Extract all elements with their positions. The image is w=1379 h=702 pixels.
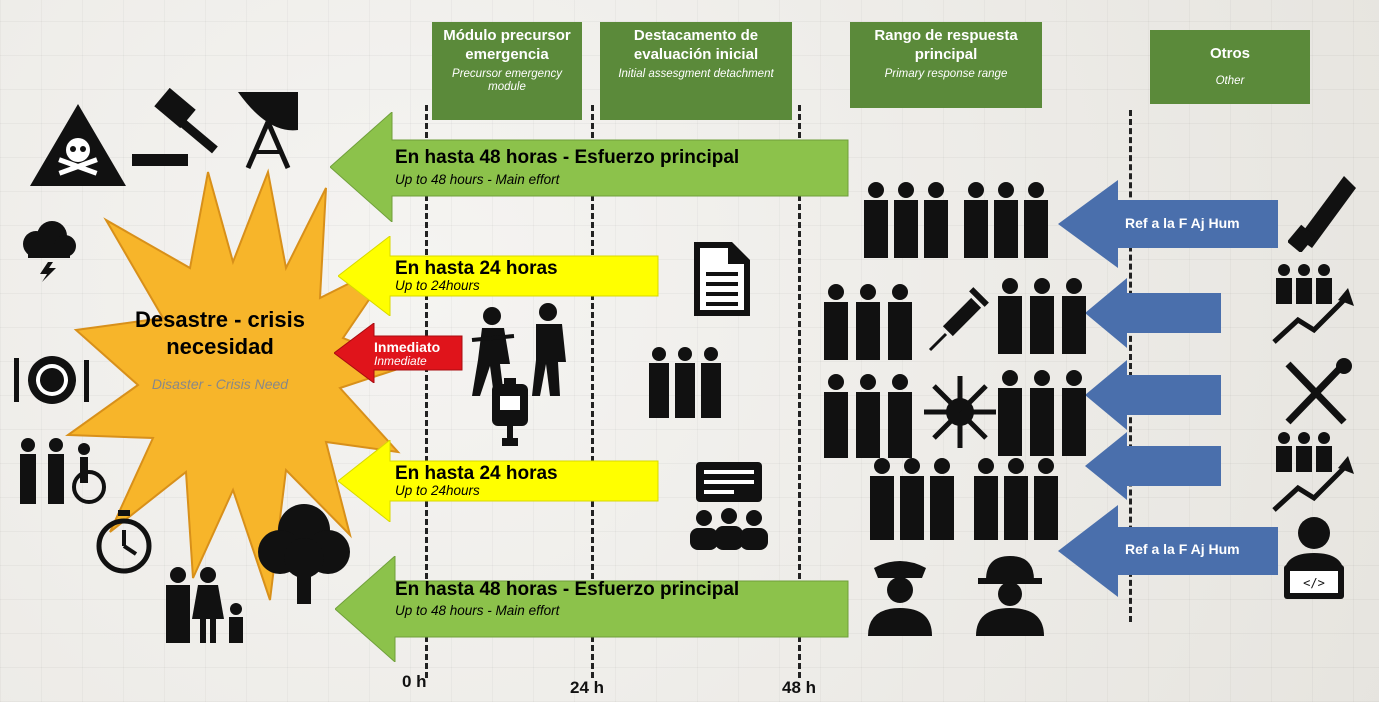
header-subtitle: Initial assesgment detachment [618, 68, 774, 80]
arrow-24h-top-title: En hasta 24 horas [395, 258, 558, 279]
saw-icon [1288, 170, 1360, 252]
soldiers-icon [470, 300, 580, 398]
growth-people-icon-2 [1268, 430, 1356, 514]
satellite-dish-icon [228, 82, 303, 172]
header-title: Módulo precursor emergencia [443, 27, 571, 63]
svg-text:</>: </> [1303, 576, 1325, 590]
header-title: Rango de respuesta principal [874, 27, 1018, 63]
gavel-icon [128, 88, 228, 178]
syringe-icon [922, 282, 998, 358]
timeline-0h-line [425, 105, 428, 678]
arrow-24h-bottom-subtitle: Up to 24hours [395, 483, 480, 498]
header-primary-response: Rango de respuesta principal Primary res… [850, 22, 1042, 108]
response-team-5-icon [996, 368, 1091, 458]
header-precursor-module: Módulo precursor emergencia Precursor em… [432, 22, 582, 120]
burst-subtitle: Disaster - Crisis Need [151, 376, 289, 392]
arrow-48h-top-title: En hasta 48 horas - Esfuerzo principal [395, 147, 740, 168]
header-subtitle: Other [1215, 75, 1245, 87]
arrow-48h-top [330, 112, 850, 222]
document-icon [690, 240, 754, 318]
people-group-icon [646, 344, 724, 420]
arrow-immediate [334, 323, 464, 383]
blue-arrow-2 [1085, 278, 1223, 348]
header-title: Destacamento de evaluación inicial [633, 27, 759, 63]
virus-icon [920, 372, 1000, 452]
timeline-48h-line [798, 105, 801, 678]
firefighter-icon [972, 552, 1048, 638]
tools-icon [1280, 356, 1352, 430]
coder-icon: </> [1278, 515, 1350, 601]
arrow-24h-bottom-title: En hasta 24 horas [395, 463, 558, 484]
blue-arrow-top [1058, 180, 1280, 268]
header-initial-assessment: Destacamento de evaluación inicial Initi… [600, 22, 792, 120]
arrow-48h-bottom-title: En hasta 48 horas - Esfuerzo principal [395, 579, 740, 600]
timeline-24h-line [591, 105, 594, 678]
family-wheelchair-icon [14, 435, 124, 507]
arrow-immediate-subtitle: Inmediate [374, 354, 427, 368]
blue-arrow-bottom-label: Ref a la F Aj Hum [1125, 541, 1240, 557]
response-team-2-icon [822, 282, 917, 362]
family-icon [160, 565, 252, 645]
timeline-label-24h: 24 h [570, 678, 605, 697]
plate-cutlery-icon [10, 352, 95, 408]
arrow-24h-top [338, 236, 660, 316]
presentation-group-icon [688, 460, 770, 552]
arrow-24h-top-subtitle: Up to 24hours [395, 278, 480, 293]
police-icon [864, 556, 936, 638]
blue-arrow-4 [1085, 432, 1223, 500]
timeline-label-0h: 0 h [402, 672, 427, 691]
growth-people-icon [1268, 262, 1356, 346]
timeline-other-line [1129, 110, 1132, 622]
response-team-4-icon [822, 372, 917, 460]
hazard-skull-icon [28, 100, 128, 190]
response-team-1-icon [862, 180, 1052, 260]
timeline-label-48h: 48 h [782, 678, 817, 697]
iv-bag-icon [484, 378, 536, 450]
header-title: Otros [1209, 45, 1250, 62]
header-subtitle: Primary response range [884, 68, 1008, 80]
stopwatch-icon [94, 510, 154, 576]
burst-title: Desastre - crisis necesidad [135, 307, 305, 359]
blue-arrow-3 [1085, 360, 1223, 430]
blue-arrow-bottom [1058, 505, 1280, 597]
header-other: Otros Other [1150, 30, 1310, 104]
tree-icon [258, 500, 350, 604]
arrow-48h-bottom [335, 556, 850, 662]
header-subtitle: Precursor emergency module [452, 68, 562, 93]
response-team-6-icon [868, 456, 1063, 542]
blue-arrow-top-label: Ref a la F Aj Hum [1125, 215, 1240, 231]
arrow-immediate-title: Inmediato [374, 339, 441, 355]
arrow-48h-bottom-subtitle: Up to 48 hours - Main effort [395, 603, 560, 618]
response-team-3-icon [996, 276, 1091, 356]
arrow-48h-top-subtitle: Up to 48 hours - Main effort [395, 172, 560, 187]
arrow-24h-bottom [338, 440, 660, 522]
storm-cloud-icon [18, 220, 78, 282]
